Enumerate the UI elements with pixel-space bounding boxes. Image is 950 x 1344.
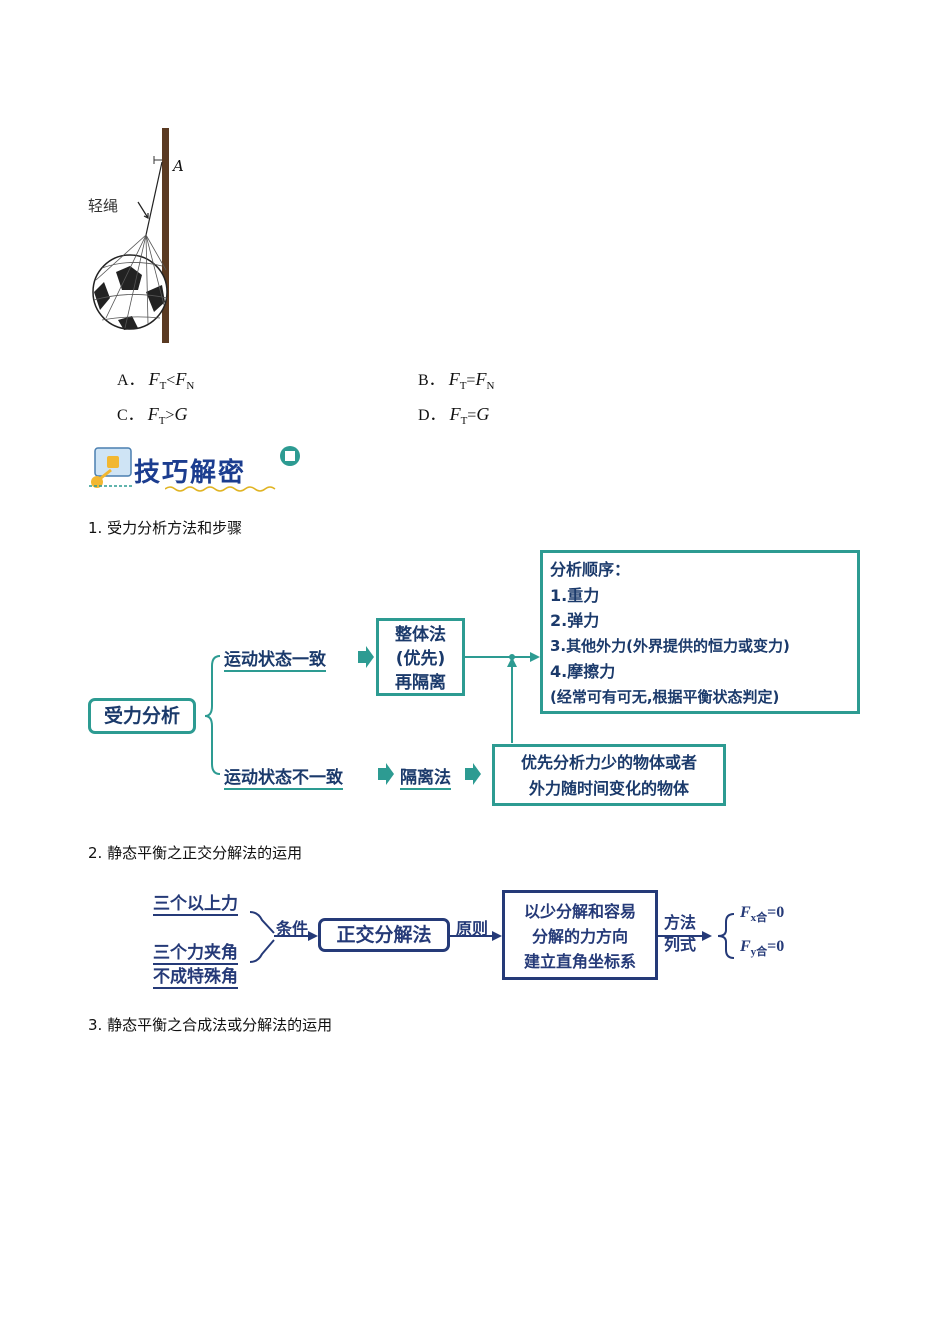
- label-point-a: A: [173, 157, 184, 175]
- priority-box: 优先分析力少的物体或者 外力随时间变化的物体: [492, 744, 726, 806]
- branch-same-motion: 运动状态一致: [224, 645, 326, 672]
- banner-icon: [89, 447, 133, 488]
- orthogonal-decomposition-box: 正交分解法: [318, 918, 450, 952]
- analysis-order-box: 分析顺序： 1.重力 2.弹力 3.其他外力(外界提供的恒力或变力) 4.摩擦力…: [540, 550, 860, 714]
- principle-line-2: 分解的力方向: [531, 927, 628, 946]
- order-line-2: 2.弹力: [550, 611, 600, 630]
- method-label: 方法 列式: [664, 912, 696, 956]
- section-3-heading: 3. 静态平衡之合成法或分解法的运用: [88, 1016, 333, 1034]
- order-line-0: 分析顺序：: [550, 560, 631, 579]
- option-d[interactable]: D． FT=G: [418, 404, 490, 428]
- branch-different-motion: 运动状态不一致: [224, 763, 343, 790]
- condition-label: 条件: [276, 919, 309, 938]
- banner-title: 技巧解密: [134, 458, 247, 488]
- section-2-heading: 2. 静态平衡之正交分解法的运用: [88, 844, 303, 862]
- option-a[interactable]: A． FT<FN: [117, 369, 195, 393]
- section-1-heading: 1. 受力分析方法和步骤: [88, 519, 243, 537]
- method-label-2: 列式: [664, 935, 697, 954]
- rope: [145, 161, 163, 236]
- ball-net-figure: [92, 128, 169, 343]
- whole-method-line1: 整体法: [395, 625, 446, 645]
- whole-method-line3: 再隔离: [395, 673, 446, 693]
- order-line-1: 1.重力: [550, 585, 600, 605]
- condition-2b: 不成特殊角: [153, 962, 238, 989]
- order-line-5: (经常可有可无,根据平衡状态判定): [550, 687, 780, 706]
- option-c[interactable]: C． FT>G: [117, 404, 188, 428]
- principle-label: 原则: [456, 919, 489, 938]
- order-line-3: 3.其他外力(外界提供的恒力或变力): [550, 636, 790, 655]
- condition-1: 三个以上力: [153, 889, 238, 916]
- whole-method-line2: (优先): [395, 649, 446, 669]
- method-label-1: 方法: [664, 913, 697, 932]
- label-rope: 轻绳: [88, 197, 119, 215]
- principle-box: 以少分解和容易 分解的力方向 建立直角坐标系: [502, 890, 658, 980]
- principle-line-3: 建立直角坐标系: [523, 952, 636, 971]
- banner-decor-icon: [280, 446, 300, 466]
- option-b[interactable]: B． FT=FN: [418, 369, 495, 393]
- priority-line-2: 外力随时间变化的物体: [528, 779, 689, 798]
- priority-line-1: 优先分析力少的物体或者: [520, 753, 697, 772]
- equation-x: Fx合=0: [740, 904, 785, 925]
- equation-y: Fy合=0: [740, 938, 785, 959]
- root-force-analysis: 受力分析: [88, 698, 196, 734]
- isolation-method: 隔离法: [400, 763, 451, 790]
- principle-line-1: 以少分解和容易: [523, 902, 636, 921]
- order-line-4: 4.摩擦力: [550, 662, 616, 681]
- banner-underline: [165, 486, 276, 492]
- wall-pole: [162, 128, 169, 343]
- whole-method-box: 整体法 (优先) 再隔离: [376, 618, 465, 696]
- condition-2a: 三个力夹角: [153, 938, 238, 965]
